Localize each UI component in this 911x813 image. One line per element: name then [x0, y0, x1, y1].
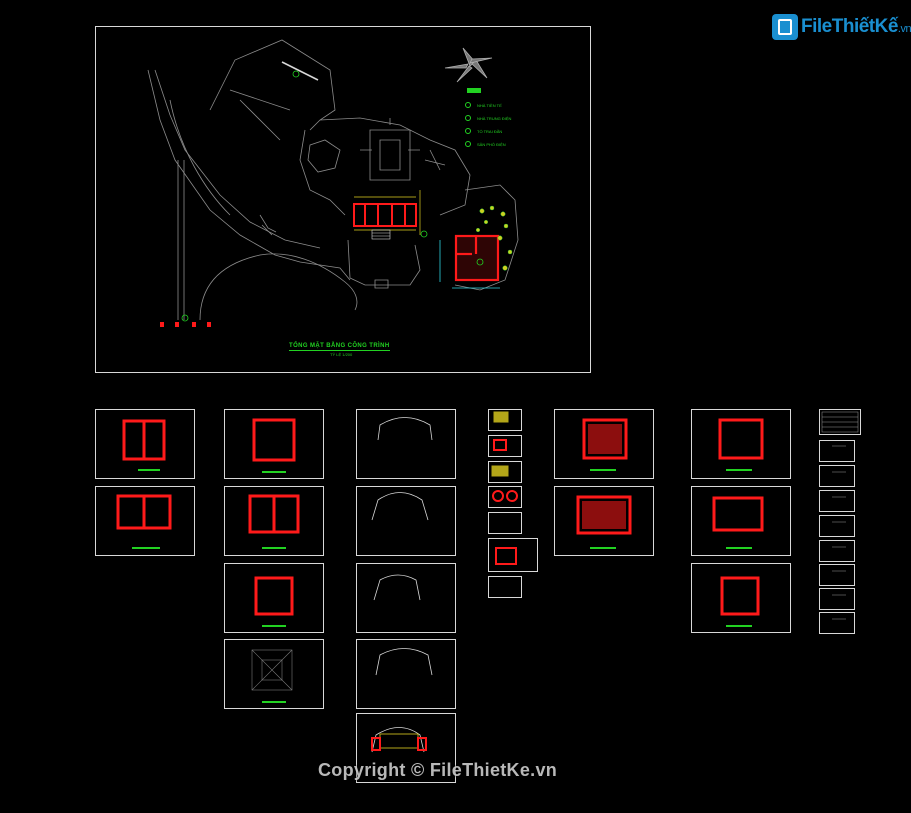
drawing-sheet-plan[interactable]: [554, 486, 654, 556]
logo-domain: .vn: [897, 23, 911, 35]
drawing-sheet-detail[interactable]: [819, 612, 855, 634]
drawing-sheet-detail[interactable]: [488, 486, 522, 508]
legend-item: TỔ TRAI ĐÃN: [465, 128, 502, 134]
drawing-sheet-plan[interactable]: [691, 409, 791, 479]
drawing-sheet-detail[interactable]: [819, 440, 855, 462]
drawing-sheet-detail[interactable]: [819, 465, 855, 487]
legend-item: NHÀ TRUNG ĐIỆN: [465, 115, 511, 121]
drawing-sheet-roof[interactable]: [224, 639, 324, 709]
drawing-sheet-detail[interactable]: [819, 588, 855, 610]
drawing-sheet-detail[interactable]: [488, 461, 522, 483]
legend-marker-icon: [465, 115, 471, 121]
file-logo-icon: [772, 14, 798, 40]
drawing-sheet-detail[interactable]: [488, 512, 522, 534]
drawing-sheet-detail[interactable]: [819, 515, 855, 537]
drawing-sheet-table[interactable]: [819, 409, 861, 435]
drawing-sheet-detail[interactable]: [488, 538, 538, 572]
legend-item: SÂN PHÒ ĐIỆN: [465, 141, 506, 147]
legend-marker-icon: [465, 102, 471, 108]
drawing-sheet-detail[interactable]: [819, 564, 855, 586]
copyright-watermark: Copyright © FileThietKe.vn: [318, 760, 558, 780]
drawing-sheet-plan[interactable]: [224, 563, 324, 633]
drawing-sheet-detail[interactable]: [488, 435, 522, 457]
legend-marker-icon: [465, 141, 471, 147]
logo-brand-rest: ThiếtKế: [831, 16, 899, 37]
drawing-sheet-section[interactable]: [356, 409, 456, 479]
drawing-sheet-plan[interactable]: [224, 486, 324, 556]
drawing-sheet-plan[interactable]: [95, 486, 195, 556]
logo-brand-main: File: [801, 16, 832, 37]
drawing-sheet-plan[interactable]: [95, 409, 195, 479]
legend-marker-icon: [465, 128, 471, 134]
drawing-sheet-section[interactable]: [356, 486, 456, 556]
drawing-sheet-detail[interactable]: [819, 490, 855, 512]
filethietke-logo: FileThiếtKế.vn: [772, 14, 911, 40]
site-plan-scale: TỶ LỆ 1/200: [330, 352, 353, 357]
legend-header-bar: [467, 88, 481, 93]
drawing-sheet-plan[interactable]: [691, 486, 791, 556]
drawing-sheet-detail[interactable]: [488, 576, 522, 598]
drawing-sheet-section[interactable]: [356, 563, 456, 633]
legend-item: NHÀ TIỀN TẾ: [465, 102, 502, 108]
drawing-sheet-plan[interactable]: [224, 409, 324, 479]
drawing-sheet-detail[interactable]: [488, 409, 522, 431]
drawing-sheet-detail[interactable]: [819, 540, 855, 562]
drawing-sheet-plan[interactable]: [691, 563, 791, 633]
site-plan-title: TỔNG MẶT BẰNG CÔNG TRÌNH: [289, 343, 390, 351]
drawing-sheet-section[interactable]: [356, 639, 456, 709]
drawing-sheet-plan[interactable]: [554, 409, 654, 479]
